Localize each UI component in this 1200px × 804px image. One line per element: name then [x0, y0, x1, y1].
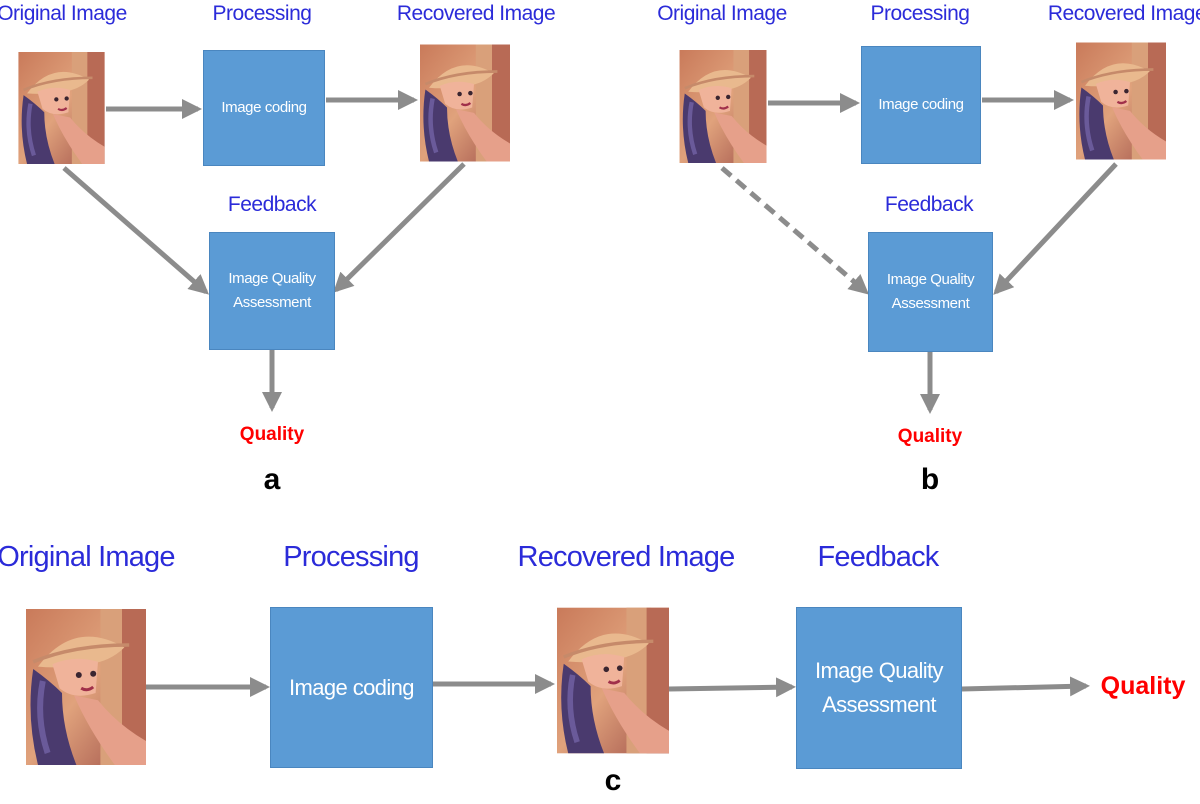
portrait-photo-icon [26, 607, 146, 767]
original-image-label: Original Image [0, 2, 127, 25]
processing-label: Processing [870, 2, 970, 25]
feedback-label: Feedback [884, 193, 974, 216]
feedback-label: Feedback [817, 541, 940, 573]
image-coding-box: Image coding [203, 50, 325, 166]
panel-letter: a [263, 463, 281, 496]
iqa-box: Image Quality Assessment [868, 232, 993, 352]
portrait-photo-icon [17, 52, 106, 164]
arrow-a-recovered-to-iqa [333, 162, 466, 293]
recovered-image-label: Recovered Image [517, 541, 736, 573]
panel-letter: c [604, 764, 622, 797]
original-photo [17, 52, 106, 164]
arrow-c-iqa-to-quality [961, 676, 1090, 697]
recovered-photo [1076, 42, 1166, 160]
image-coding-box: Image coding [270, 607, 433, 768]
original-image-label: Original Image [0, 541, 175, 573]
portrait-photo-icon [420, 44, 510, 162]
portrait-photo-icon [1076, 42, 1166, 160]
panel-letter: b [920, 463, 940, 496]
recovered-photo [557, 600, 669, 761]
recovered-photo [420, 44, 510, 162]
original-photo [679, 50, 767, 163]
arrow-b-recovered-to-iqa [993, 162, 1118, 295]
portrait-photo-icon [679, 50, 767, 163]
arrow-c-recovered-to-iqa [668, 677, 796, 698]
processing-label: Processing [212, 2, 312, 25]
quality-label: Quality [1100, 672, 1186, 700]
processing-label: Processing [283, 541, 419, 573]
arrow-b-original-to-iqa-dashed [720, 166, 870, 295]
original-image-label: Original Image [657, 2, 787, 25]
original-photo [26, 607, 146, 767]
feedback-label: Feedback [227, 193, 317, 216]
iqa-box: Image Quality Assessment [209, 232, 335, 350]
iqa-box: Image Quality Assessment [796, 607, 962, 769]
recovered-image-label: Recovered Image [396, 2, 556, 25]
quality-label: Quality [897, 426, 963, 447]
portrait-photo-icon [557, 600, 669, 761]
image-coding-box: Image coding [861, 46, 981, 164]
arrow-a-original-to-iqa [62, 166, 210, 295]
recovered-image-label: Recovered Image [1047, 2, 1200, 25]
quality-label: Quality [239, 424, 305, 445]
